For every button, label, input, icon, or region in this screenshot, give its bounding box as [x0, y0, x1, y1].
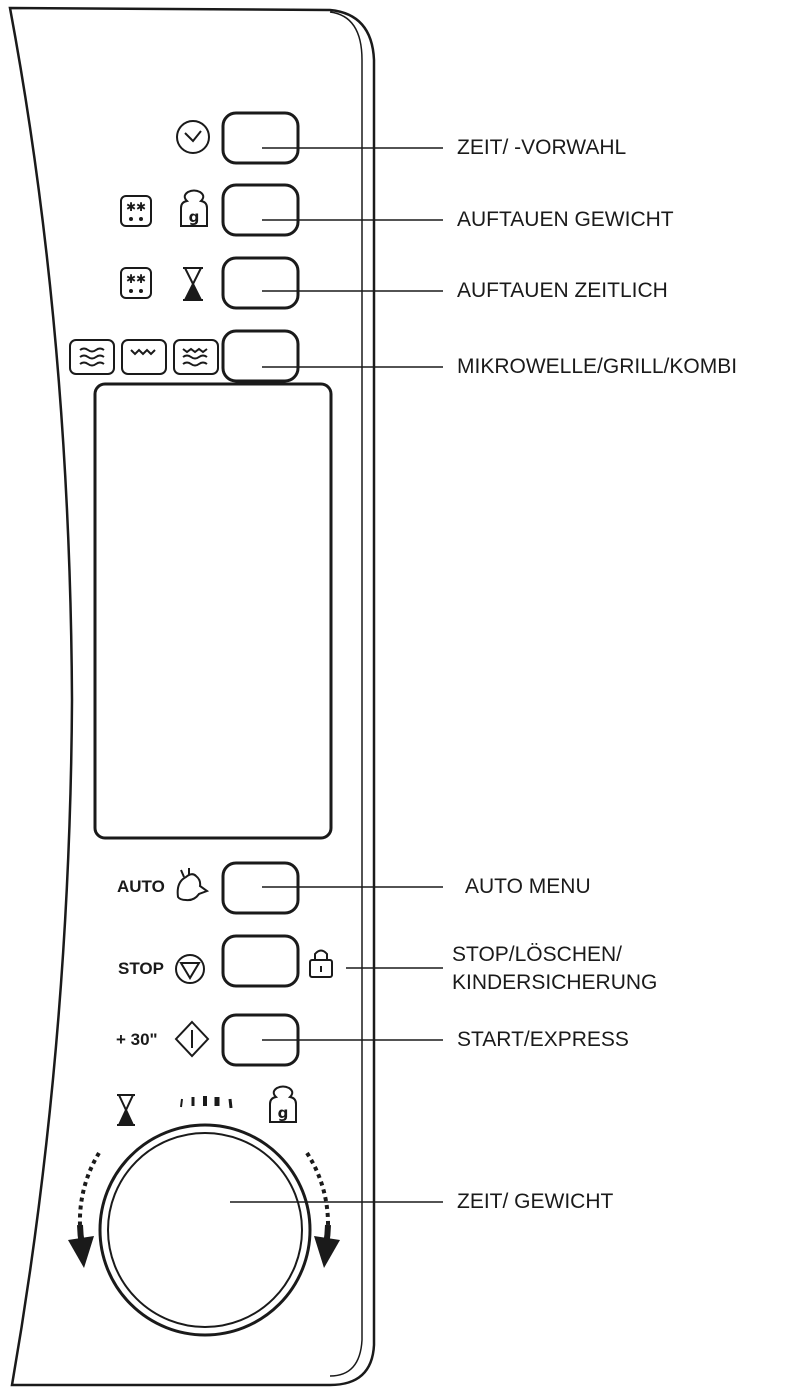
time-preset-button[interactable]	[221, 111, 300, 165]
snowflake-drops-icon: ✱✱	[120, 267, 152, 299]
auto-menu-button[interactable]	[221, 861, 300, 915]
display-window	[93, 382, 333, 840]
hourglass-icon	[117, 1094, 135, 1126]
stop-button[interactable]	[221, 934, 300, 988]
svg-text:✱✱: ✱✱	[126, 200, 146, 214]
label-stop-line1: STOP/LÖSCHEN/	[452, 943, 622, 966]
svg-text:g: g	[189, 208, 200, 226]
weight-icon: g	[269, 1085, 297, 1123]
defrost-weight-button[interactable]	[221, 183, 300, 237]
microwave-waves-icon	[69, 339, 115, 375]
combi-icon	[173, 339, 219, 375]
label-time-preset: ZEIT/ -VORWAHL	[457, 136, 627, 159]
buttons	[221, 111, 300, 1067]
label-defrost-weight: AUFTAUEN GEWICHT	[457, 208, 674, 231]
stop-marking: STOP	[118, 959, 164, 978]
plus30-marking: + 30"	[116, 1030, 158, 1049]
label-stop-line2: KINDERSICHERUNG	[452, 971, 658, 994]
auto-marking: AUTO	[117, 877, 165, 896]
lock-icon	[309, 949, 333, 978]
stop-triangle-icon	[175, 954, 205, 984]
dial-knob[interactable]	[98, 1123, 312, 1337]
label-auto-menu: AUTO MENU	[465, 875, 591, 898]
snowflake-drops-icon: ✱✱	[120, 195, 152, 227]
hourglass-icon	[183, 267, 203, 301]
leader-lines	[230, 147, 443, 1203]
micro-grill-combi-button[interactable]	[221, 329, 300, 383]
label-defrost-time: AUFTAUEN ZEITLICH	[457, 279, 668, 302]
weight-icon: g	[180, 189, 208, 227]
defrost-time-button[interactable]	[221, 256, 300, 310]
start-diamond-icon	[174, 1020, 210, 1058]
label-start-express: START/EXPRESS	[457, 1028, 629, 1051]
svg-text:✱✱: ✱✱	[126, 272, 146, 286]
svg-text:g: g	[278, 1104, 289, 1122]
label-micro-grill-combi: MIKROWELLE/GRILL/KOMBI	[457, 355, 738, 378]
chicken-icon	[176, 868, 210, 902]
rotate-left-arrow-icon	[68, 1151, 101, 1268]
dial-scale-ticks	[180, 1096, 233, 1109]
label-time-weight: ZEIT/ GEWICHT	[457, 1190, 614, 1213]
panel-outline	[8, 6, 376, 1387]
clock-icon	[176, 120, 210, 154]
rotate-right-arrow-icon	[305, 1151, 340, 1268]
grill-icon	[121, 339, 167, 375]
